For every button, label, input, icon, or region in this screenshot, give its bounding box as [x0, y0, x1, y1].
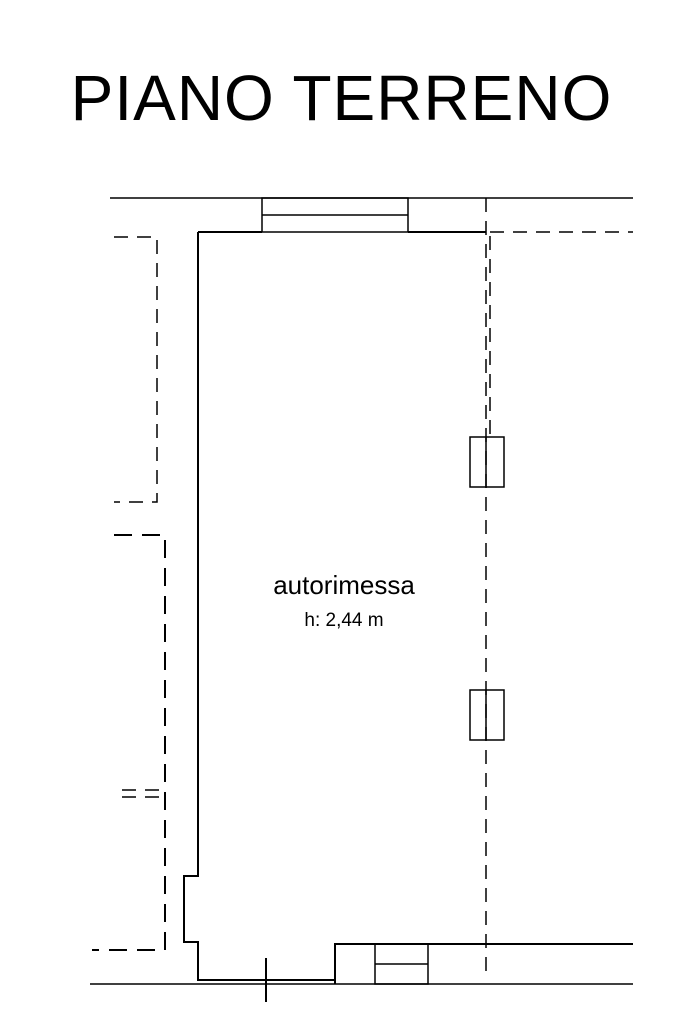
room-height: h: 2,44 m [304, 610, 383, 631]
bottom-window [334, 943, 633, 985]
page-title: PIANO TERRENO [70, 62, 613, 134]
left-dashed-lower [92, 534, 166, 951]
right-fixture-bottom [469, 689, 505, 741]
right-fixture-top [469, 436, 505, 488]
room-name: autorimessa [273, 570, 415, 600]
top-window [261, 197, 409, 233]
left-small-marker [122, 789, 165, 798]
left-dashed-upper [114, 236, 158, 503]
room-outline [183, 231, 486, 981]
